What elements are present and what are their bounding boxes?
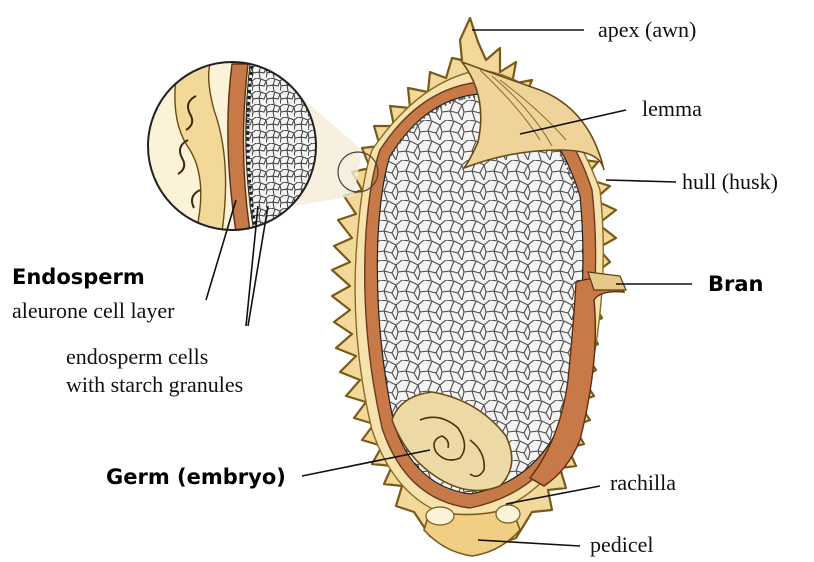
- label-germ: Germ (embryo): [106, 465, 286, 489]
- label-endosperm-cells-1: endosperm cells: [66, 344, 208, 369]
- label-hull: hull (husk): [682, 169, 778, 194]
- label-pedicel: pedicel: [590, 532, 654, 557]
- label-endosperm-cells-2: with starch granules: [66, 372, 243, 397]
- label-apex: apex (awn): [598, 17, 696, 42]
- magnified-inset: [140, 60, 330, 240]
- label-lemma: lemma: [642, 96, 702, 121]
- label-rachilla: rachilla: [610, 470, 676, 495]
- label-endosperm: Endosperm: [12, 265, 145, 289]
- label-aleurone: aleurone cell layer: [12, 298, 175, 323]
- label-bran: Bran: [708, 272, 763, 296]
